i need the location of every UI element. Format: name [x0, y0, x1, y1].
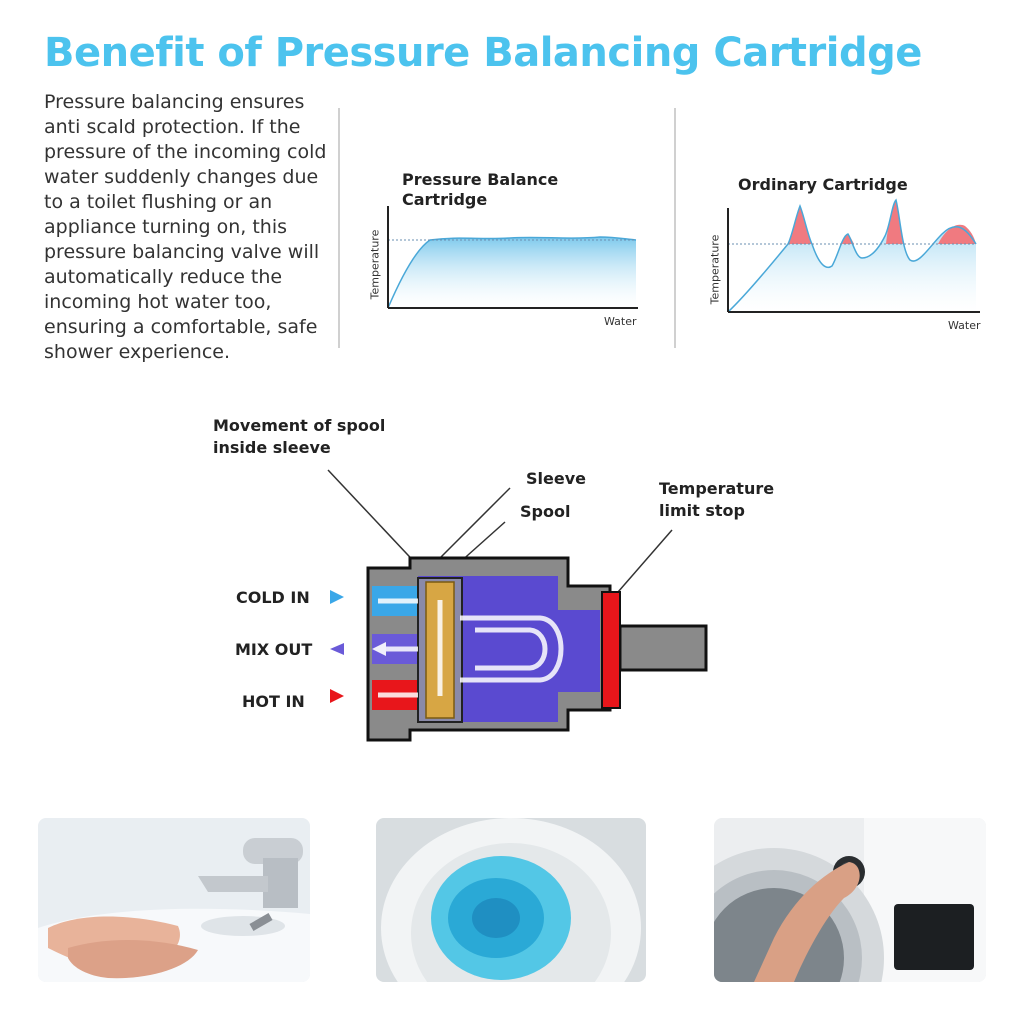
label-temp-line2: limit stop	[659, 501, 745, 520]
label-temp-line1: Temperature	[659, 479, 775, 498]
chart-right-peak-3	[886, 200, 903, 244]
chart-left-title-line2: Cartridge	[402, 190, 488, 209]
chart-left-area	[388, 237, 636, 308]
label-movement-line2: inside sleeve	[213, 438, 331, 457]
flow-arrows	[378, 598, 564, 698]
chart-right-peak-4	[938, 224, 976, 244]
chart-right-peak-1	[788, 206, 812, 244]
chart-right-title: Ordinary Cartridge	[738, 175, 908, 194]
label-sleeve: Sleeve	[526, 469, 586, 488]
cartridge-stem	[618, 624, 708, 672]
leader-temp-stop	[617, 529, 673, 593]
label-cold-in: COLD IN	[236, 588, 310, 607]
chart-left-title-line1: Pressure Balance	[402, 170, 559, 189]
ordinary-cartridge-chart	[727, 198, 980, 313]
chart-left-xlabel: Water	[604, 315, 637, 328]
hands-washing-icon	[38, 818, 310, 982]
chart-right-xlabel: Water	[948, 319, 981, 332]
pressure-balance-chart	[387, 206, 638, 309]
toilet-flush-icon	[376, 818, 646, 982]
leader-movement	[327, 469, 423, 571]
page-title: Benefit of Pressure Balancing Cartridge	[44, 30, 922, 76]
cold-in-arrow	[330, 590, 344, 604]
label-movement-line1: Movement of spool	[213, 416, 386, 435]
temperature-limit-stop	[601, 591, 621, 709]
divider-left	[338, 108, 340, 348]
label-spool: Spool	[520, 502, 571, 521]
chart-left-ylabel: Temperature	[368, 229, 382, 300]
cartridge-diagram	[327, 469, 708, 742]
divider-right	[674, 108, 676, 348]
label-movement-of-spool: Movement of spool inside sleeve	[213, 415, 385, 459]
hot-in-arrow	[330, 689, 344, 703]
label-temperature-limit-stop: Temperature limit stop	[659, 478, 774, 522]
mixing-chamber	[418, 576, 600, 722]
chart-right-area	[728, 200, 976, 312]
washing-machine-icon	[714, 818, 986, 982]
chart-left-line	[387, 236, 637, 309]
chart-left-title: Pressure Balance Cartridge	[402, 170, 558, 210]
description-text: Pressure balancing ensures anti scald pr…	[44, 91, 327, 363]
mix-out-arrow	[330, 643, 344, 655]
leader-sleeve	[429, 487, 511, 569]
chart-right-ylabel: Temperature	[708, 234, 722, 305]
label-mix-out: MIX OUT	[235, 640, 313, 659]
label-hot-in: HOT IN	[242, 692, 305, 711]
